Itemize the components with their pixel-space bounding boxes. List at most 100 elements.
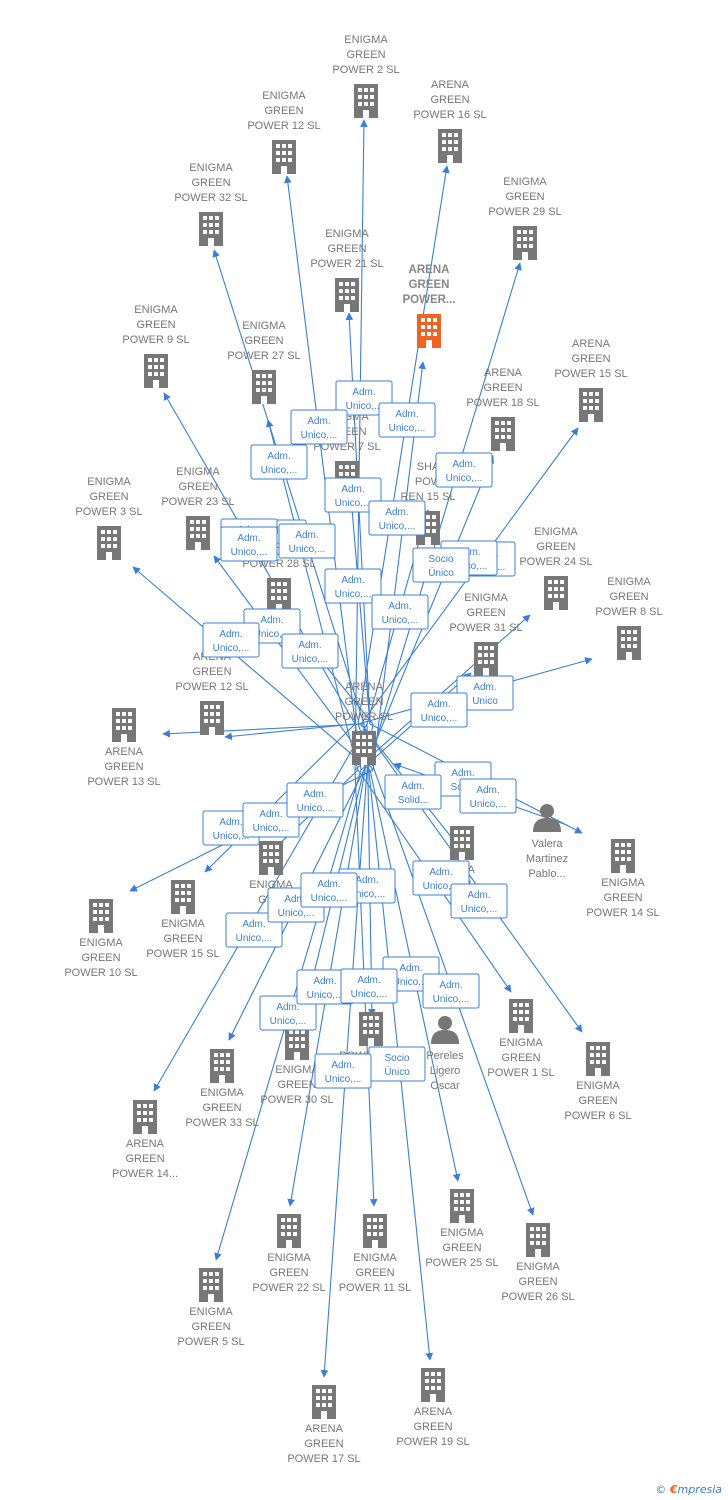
edge-label[interactable]: Adm.Unico,... <box>286 782 344 818</box>
empresia-footer[interactable]: © €mpresia <box>655 1483 722 1496</box>
person-node[interactable]: ValeraMartinezPablo... <box>526 804 568 880</box>
edge-label[interactable]: Adm.Unico,... <box>459 778 517 814</box>
edge-label-text: Unico,... <box>433 994 470 1005</box>
edge-label-box <box>412 547 470 583</box>
edge-label[interactable]: Adm.Unico,... <box>340 968 398 1004</box>
node-label: ENIGMA <box>503 176 547 188</box>
company-node[interactable]: ARENAGREENPOWER... <box>402 264 456 348</box>
node-label: GREEN <box>518 1276 557 1288</box>
edge-label[interactable]: Adm.Unico,... <box>278 523 336 559</box>
edge-label[interactable]: Adm.Unico,... <box>422 973 480 1009</box>
edge-label[interactable]: Adm.Unico,... <box>242 802 300 838</box>
edge-line <box>354 119 368 771</box>
node-label: ARENA <box>105 746 144 758</box>
node-label: ENIGMA <box>176 466 220 478</box>
edge-label[interactable]: Adm.Unico,... <box>202 622 260 658</box>
building-icon <box>513 226 537 260</box>
edge-label-text: Adm. <box>276 1002 299 1013</box>
edge-label[interactable]: Adm.Unico,... <box>450 883 508 919</box>
edge-label[interactable]: Adm.Unico,... <box>410 692 468 728</box>
node-label: POW <box>415 476 442 488</box>
edge-label[interactable]: Adm.Unico,... <box>371 594 429 630</box>
node-label: ARENA <box>484 367 523 379</box>
node-label: GREEN <box>81 952 120 964</box>
node-label: ENIGMA <box>607 576 651 588</box>
node-label: GREEN <box>178 481 217 493</box>
node-label: GREEN <box>202 1102 241 1114</box>
building-icon <box>352 731 376 765</box>
edge-label-box <box>459 778 517 814</box>
edge-label[interactable]: Adm.Unico,... <box>281 633 339 669</box>
edge-label[interactable]: Adm.Unico,... <box>378 402 436 438</box>
edge-label[interactable]: Adm.Unico,... <box>335 380 393 416</box>
edge-label-text: Unico,... <box>461 904 498 915</box>
node-label: GREEN <box>505 191 544 203</box>
node-label: GREEN <box>578 1095 617 1107</box>
edge-label[interactable]: Adm.Solid... <box>384 774 442 810</box>
edge-label[interactable]: Adm.Unico,... <box>368 500 426 536</box>
edge-label[interactable]: Adm.Unico,... <box>220 526 278 562</box>
node-label: ENIGMA <box>353 1252 397 1264</box>
building-icon <box>474 642 498 676</box>
node-label: POWER 19 SL <box>396 1436 469 1448</box>
node-label: ENIGMA <box>534 526 578 538</box>
edge-label[interactable]: Adm.Unico,... <box>300 872 358 908</box>
node-label: Oscar <box>430 1080 460 1092</box>
edge-label[interactable]: Adm.Unico,... <box>435 452 493 488</box>
edge-label-text: Adm. <box>307 416 330 427</box>
node-label: ENIGMA <box>87 476 131 488</box>
node-label: ENIGMA <box>344 34 388 46</box>
building-icon <box>133 1100 157 1134</box>
edge-line <box>224 723 356 741</box>
edge-label[interactable]: Adm.Unico,... <box>290 409 348 445</box>
edge-label[interactable]: Adm.Unico,... <box>324 477 382 513</box>
edge-label[interactable]: Adm.Unico,... <box>324 568 382 604</box>
edge-label[interactable]: Adm.Unico,... <box>250 444 308 480</box>
node-label: POWER 16 SL <box>413 109 486 121</box>
edge-label-text: Unico,... <box>297 803 334 814</box>
edge-label-text: Socio <box>428 554 453 565</box>
node-label: GREEN <box>413 1421 452 1433</box>
edge-label[interactable]: Adm.Unico,... <box>314 1053 372 1089</box>
edge-label[interactable]: Adm.Unico <box>456 675 514 711</box>
building-icon <box>438 129 462 163</box>
edge-label-text: Unico,... <box>346 401 383 412</box>
